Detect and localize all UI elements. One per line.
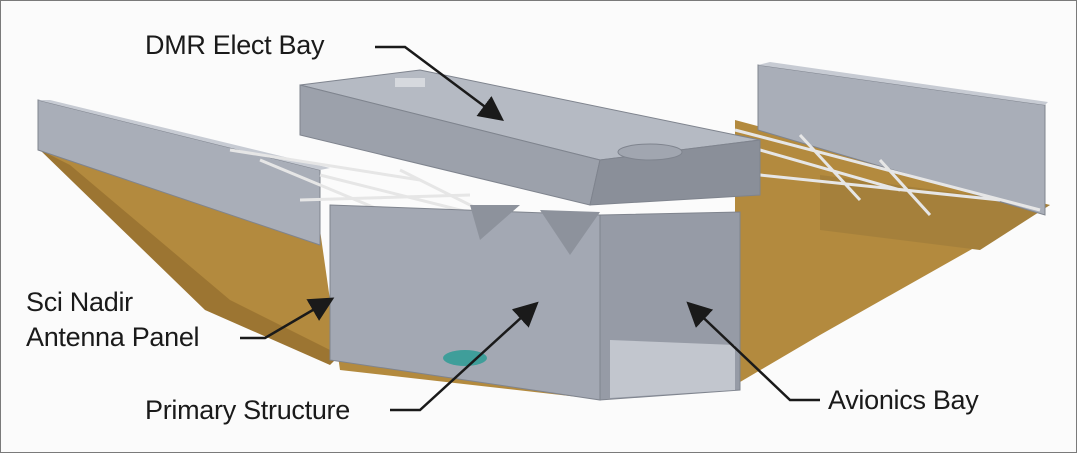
- label-sci-nadir-line2: Antenna Panel: [26, 322, 200, 352]
- primary-structure: [329, 204, 741, 401]
- label-avionics-bay: Avionics Bay: [828, 385, 979, 415]
- label-sci-nadir-line1: Sci Nadir: [26, 287, 133, 317]
- leader-avionics-bay: [686, 301, 820, 402]
- leader-primary-structure: [390, 301, 539, 412]
- label-primary-structure: Primary Structure: [145, 395, 350, 425]
- leader-dmr-elect-bay: [375, 45, 505, 121]
- label-dmr-elect-bay: DMR Elect Bay: [145, 30, 325, 60]
- right-panel: [734, 62, 1050, 385]
- top-lattice: [229, 148, 521, 232]
- leader-sci-nadir: [240, 297, 335, 340]
- sci-nadir-antenna-panel: [37, 99, 605, 400]
- connector: [443, 350, 487, 366]
- dmr-elect-bay: [299, 69, 761, 206]
